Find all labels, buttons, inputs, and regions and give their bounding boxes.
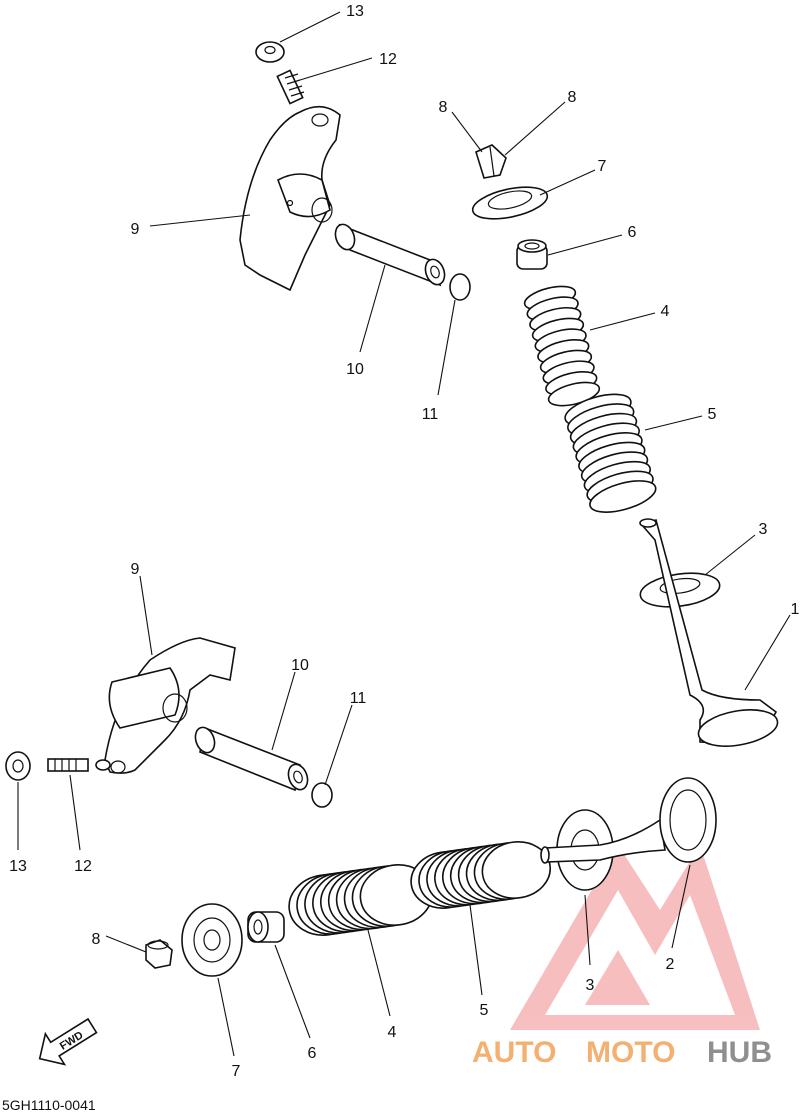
leader-bottom-5 [469, 904, 483, 996]
leader-top-11 [437, 299, 456, 396]
leader-bottom-12 [69, 774, 81, 851]
leader-bottom-2 [671, 864, 691, 949]
callout-bottom-9: 9 [131, 561, 140, 578]
watermark-moto: MOTO [586, 1036, 675, 1069]
callout-bottom-7: 7 [232, 1063, 241, 1080]
part-11-o-ring-bottom [311, 782, 333, 808]
leader-bottom-9 [139, 575, 153, 656]
callout-top-6: 6 [628, 224, 637, 241]
watermark-hub: HUB [707, 1036, 772, 1069]
leader-top-13 [279, 11, 341, 43]
leader-bottom-11 [324, 704, 353, 786]
callout-bottom-4: 4 [388, 1024, 397, 1041]
callout-top-4: 4 [661, 303, 670, 320]
leader-top-5 [644, 415, 703, 431]
part-1-valve-top [639, 518, 779, 747]
leader-top-7 [539, 169, 596, 196]
part-9-rocker-arm-top [239, 105, 341, 292]
leader-top-1 [744, 614, 791, 691]
leader-top-3 [704, 534, 756, 576]
part-6-seal-top [516, 239, 548, 270]
leader-bottom-7 [217, 977, 235, 1057]
watermark-text: AUTO MOTO HUB [472, 1036, 772, 1069]
fwd-arrow-icon: FWD [38, 1017, 98, 1066]
part-4-inner-spring-top [523, 285, 601, 407]
leader-top-6 [547, 234, 623, 256]
callout-bottom-2: 2 [666, 956, 675, 973]
callout-top-8: 8 [568, 89, 577, 106]
leader-bottom-3 [584, 894, 591, 966]
callout-bottom-5: 5 [480, 1002, 489, 1019]
part-9-rocker-arm-bottom [104, 637, 236, 774]
part-8-cotter-bottom [145, 939, 173, 969]
part-13-nut-bottom [5, 751, 31, 781]
part-6-seal-bottom [247, 911, 285, 943]
callout-top-10: 10 [346, 361, 364, 378]
part-3-seat-top [639, 572, 721, 608]
callout-bottom-8: 8 [92, 931, 101, 948]
leader-top-9 [149, 214, 251, 227]
callout-top-3: 3 [759, 521, 768, 538]
part-8-cotter-top [475, 144, 507, 179]
callout-top-13: 13 [346, 3, 364, 20]
leader-top-10 [359, 264, 386, 353]
part-2-valve-bottom [540, 777, 717, 864]
leader-top-8 [504, 101, 566, 156]
callout-top-8: 8 [439, 99, 448, 116]
part-5-outer-spring-bottom [410, 841, 551, 909]
part-4-inner-spring-bottom [288, 864, 433, 936]
part-10-shaft-top [334, 223, 446, 287]
part-7-retainer-top [471, 186, 549, 220]
part-11-o-ring-top [449, 273, 471, 301]
callout-top-1: 1 [791, 601, 800, 618]
leader-top-8 [451, 111, 483, 153]
callout-bottom-3: 3 [586, 977, 595, 994]
part-13-nut-top [255, 41, 285, 63]
part-5-outer-spring-top [564, 393, 657, 513]
part-7-retainer-bottom [181, 903, 243, 977]
part-10-shaft-bottom [194, 726, 309, 792]
leader-top-12 [299, 57, 373, 81]
watermark-auto: AUTO [472, 1036, 556, 1069]
callout-top-5: 5 [708, 406, 717, 423]
callout-top-12: 12 [379, 51, 397, 68]
callout-top-9: 9 [131, 221, 140, 238]
part-12-screw-top [276, 69, 305, 105]
part-12-screw-bottom [47, 758, 111, 772]
leader-top-4 [589, 312, 656, 331]
callout-top-7: 7 [598, 158, 607, 175]
callout-bottom-11: 11 [350, 690, 367, 707]
diagram-code: 5GH1110-0041 [2, 1097, 96, 1113]
watermark-logo-icon [510, 845, 760, 1030]
callout-bottom-6: 6 [308, 1045, 317, 1062]
callout-bottom-13: 13 [9, 858, 27, 875]
callout-bottom-10: 10 [291, 657, 309, 674]
callout-top-11: 11 [422, 406, 439, 423]
leader-bottom-4 [367, 929, 391, 1017]
leader-bottom-10 [271, 671, 296, 751]
callouts: 13 12 9 10 11 8 8 7 6 4 5 3 1 9 10 11 13 12 8 7 6 4 5 3 2 [9, 3, 799, 1080]
leader-bottom-6 [274, 944, 311, 1039]
callout-bottom-12: 12 [74, 858, 92, 875]
leader-bottom-8 [105, 935, 147, 953]
